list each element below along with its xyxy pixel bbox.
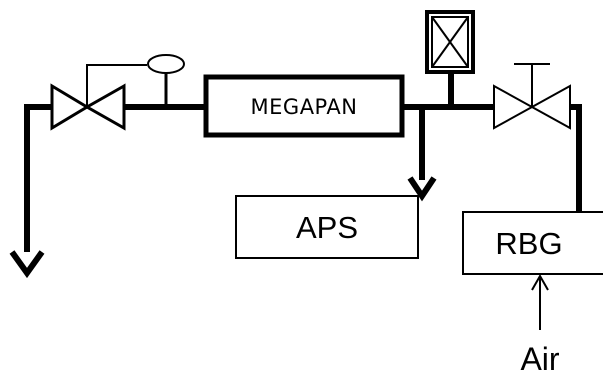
left-outlet-pipe <box>9 104 52 279</box>
rbg-pipe <box>569 104 582 212</box>
left-outlet-arrowhead <box>9 250 45 279</box>
air-inlet-arrow <box>531 273 549 330</box>
megapan-label: MEGAPAN <box>251 95 358 119</box>
aps-unit: APS <box>235 195 419 259</box>
rbg-unit: RBG <box>462 211 603 275</box>
air-label: Air <box>520 341 559 376</box>
damper-icon <box>425 10 475 107</box>
aps-branch-arrowhead <box>407 176 437 202</box>
left-valve-icon <box>50 83 126 131</box>
aps-label: APS <box>296 210 358 245</box>
rbg-label: RBG <box>495 226 562 261</box>
aps-branch-pipe <box>407 104 437 202</box>
right-valve-icon <box>493 63 571 130</box>
actuator-icon <box>86 54 185 107</box>
megapan-unit: MEGAPAN <box>203 74 405 138</box>
